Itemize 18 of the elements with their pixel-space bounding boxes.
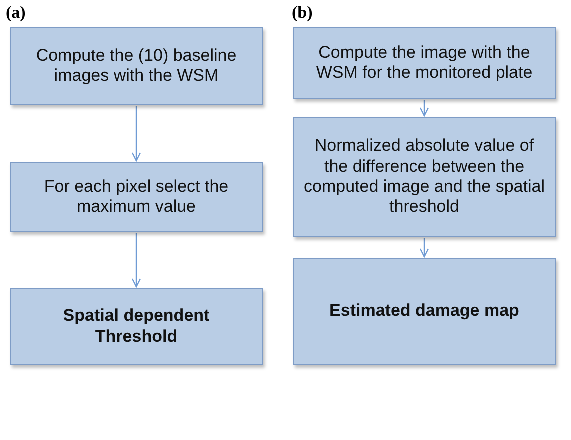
box-text: Normalized absolute value of the difference between the computed image and the spatial threshold [304, 136, 545, 218]
process-box [293, 117, 556, 237]
process-box [293, 27, 556, 99]
arrow [132, 106, 142, 162]
process-box [10, 288, 263, 365]
box-text: Compute the image with the WSM for the monitored plate [315, 42, 534, 84]
arrow [420, 100, 430, 117]
box-text: Spatial dependent Threshold [62, 306, 211, 347]
arrow [132, 233, 142, 288]
box-text: Estimated damage map [330, 301, 520, 322]
box-text: Compute the (10) baseline images with the WSM [35, 46, 238, 86]
panel-label: (b) [292, 3, 313, 23]
process-box [10, 162, 263, 232]
process-box [10, 27, 263, 105]
arrow [420, 238, 430, 258]
process-box [293, 258, 556, 365]
box-text: For each pixel select the maximum value [43, 176, 230, 218]
panel-label: (a) [6, 3, 26, 23]
